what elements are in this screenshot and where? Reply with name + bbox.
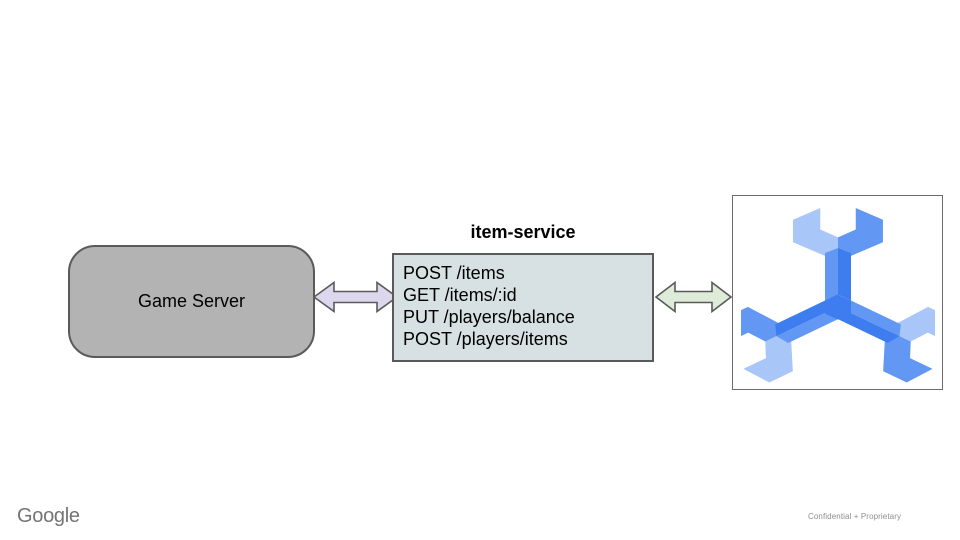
- double-arrow-shape: [655, 281, 732, 313]
- double-arrow-shape: [313, 281, 398, 313]
- endpoint-line: GET /items/:id: [403, 285, 517, 305]
- item-service-title: item-service: [470, 222, 576, 242]
- item-service-node: POST /items GET /items/:id PUT /players/…: [392, 253, 654, 362]
- endpoint-line: POST /players/items: [403, 329, 568, 349]
- endpoint-line: POST /items: [403, 263, 505, 283]
- game-server-label: Game Server: [137, 291, 246, 311]
- spanner-hub-face: [824, 295, 852, 320]
- double-arrow-icon: [313, 281, 398, 313]
- cloud-spanner-icon: [741, 207, 935, 385]
- database-node: [732, 195, 943, 390]
- double-arrow-icon: [655, 281, 732, 313]
- confidential-note: Confidential + Proprietary: [808, 512, 902, 521]
- endpoint-line: PUT /players/balance: [403, 307, 575, 327]
- google-logo: Google: [17, 505, 80, 527]
- game-server-node: Game Server: [68, 245, 315, 358]
